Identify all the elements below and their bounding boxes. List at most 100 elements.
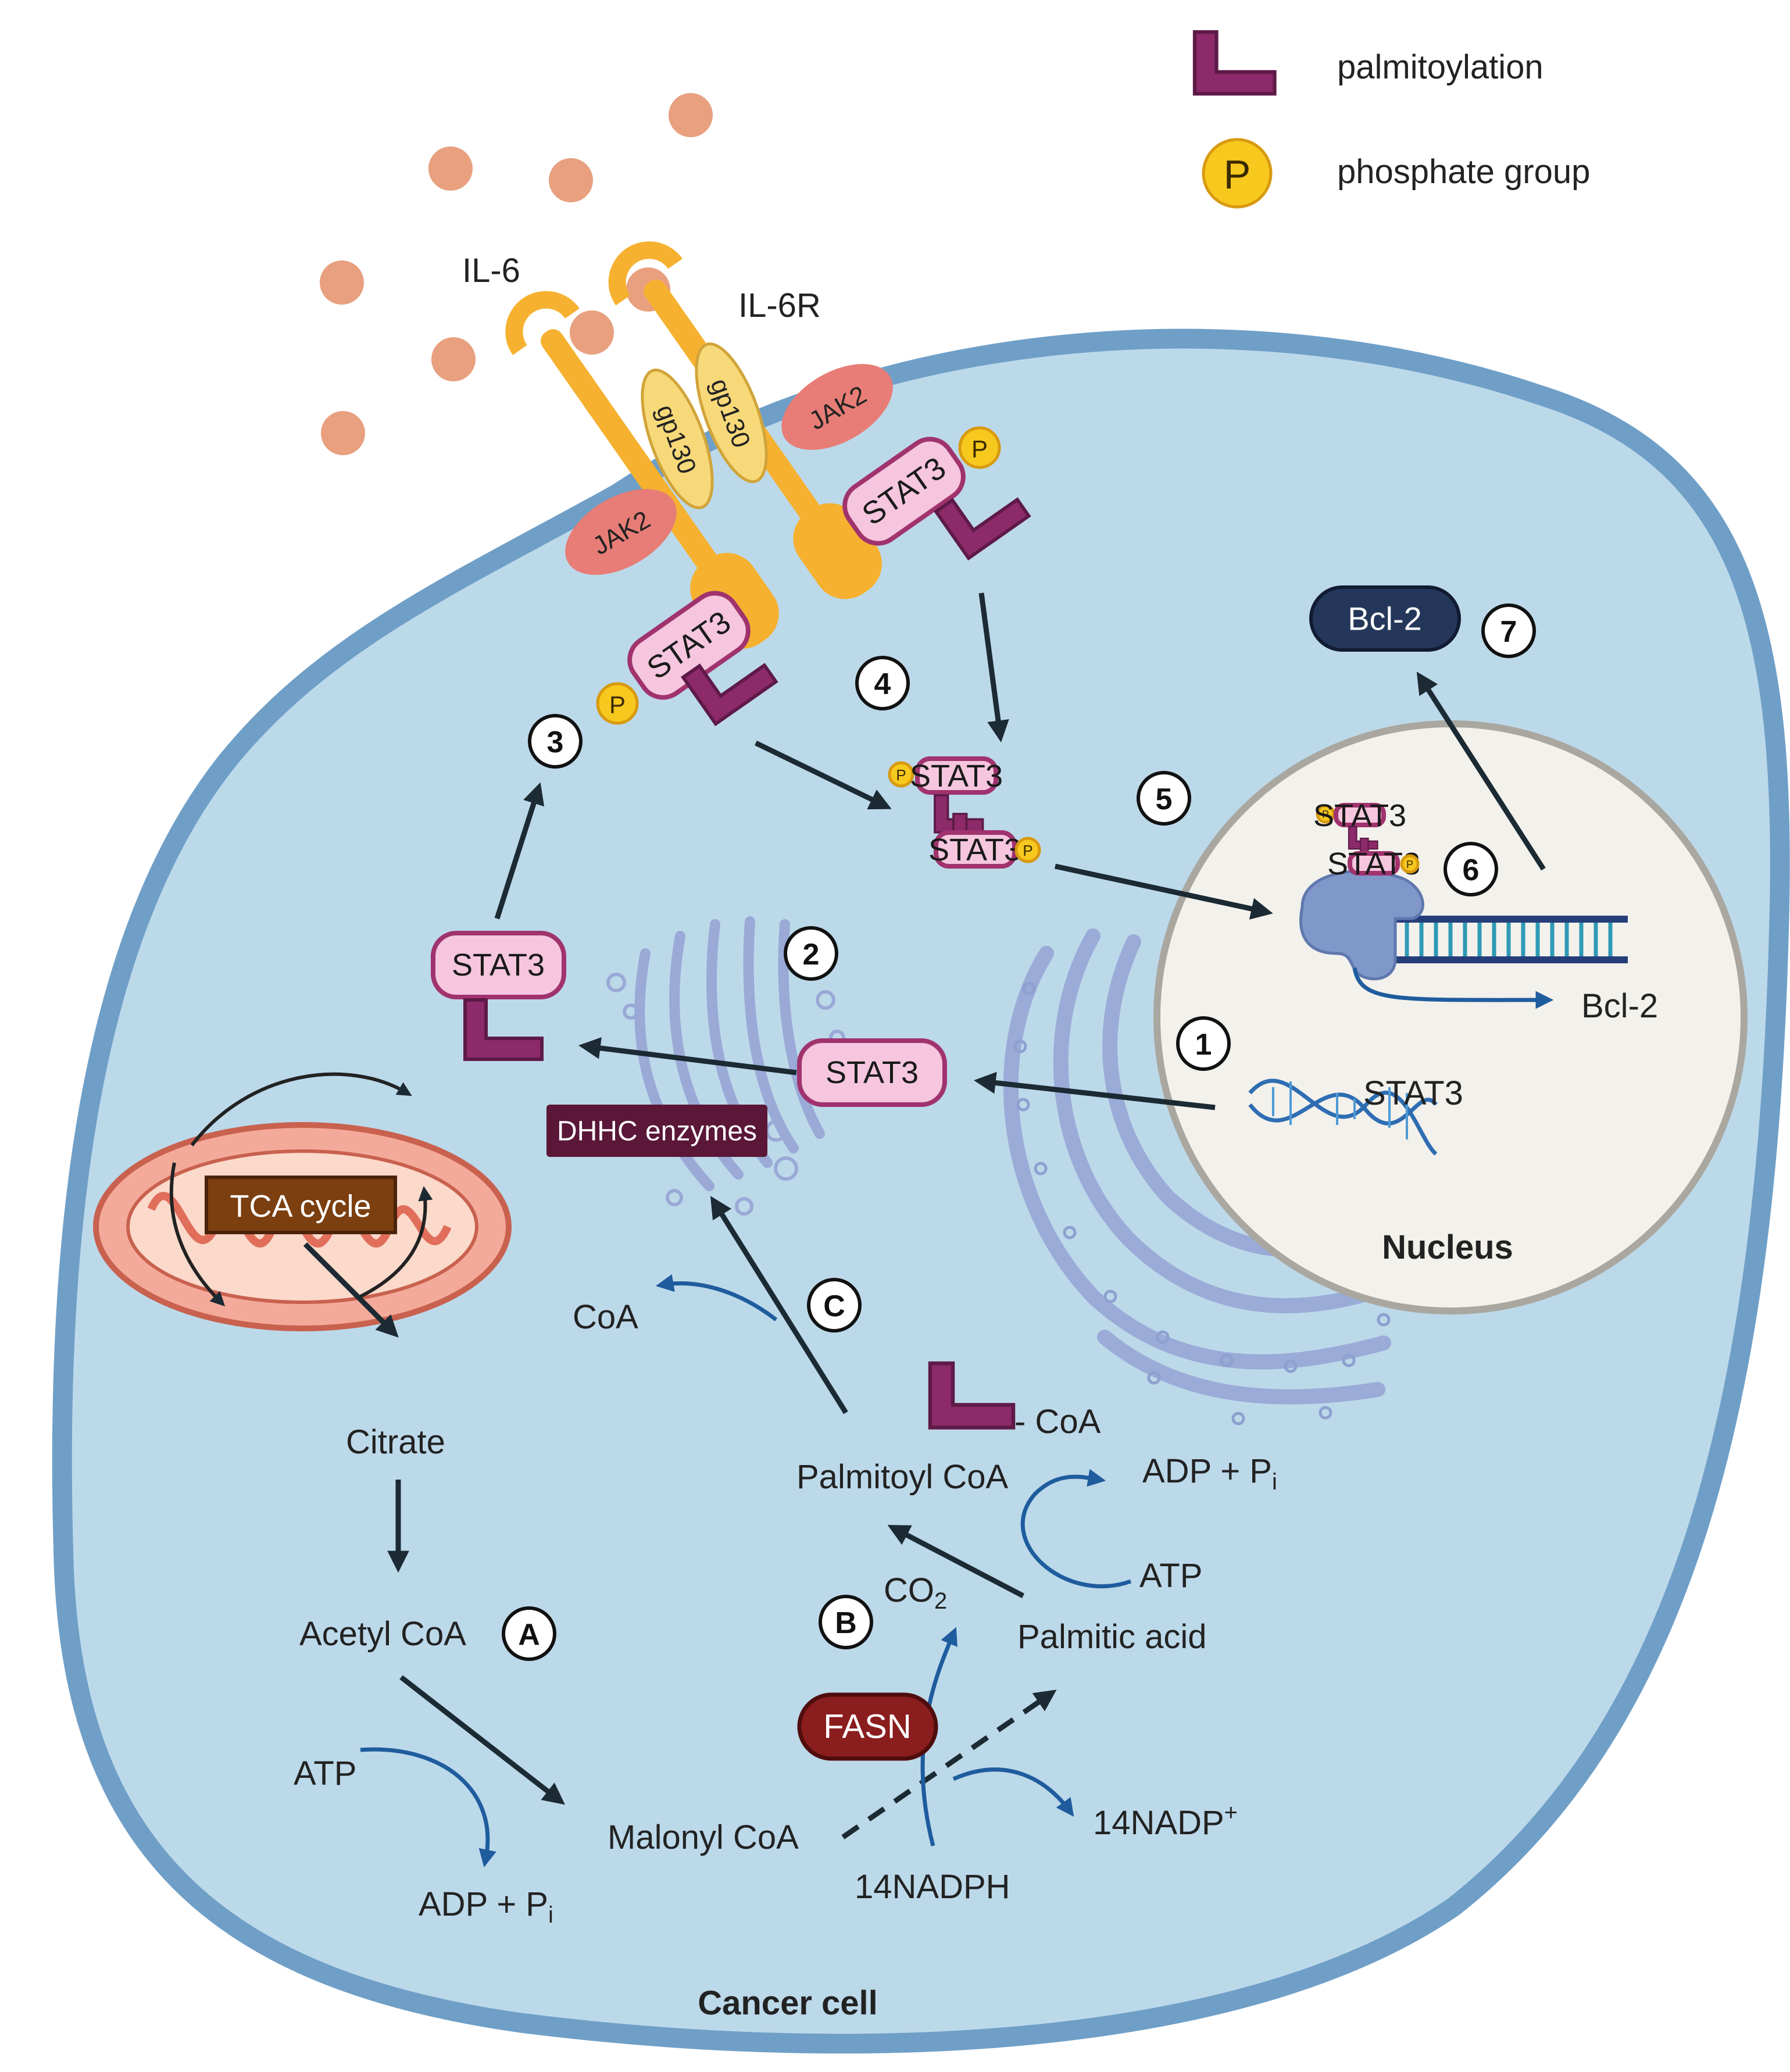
nucleus-label: Nucleus [1382, 1228, 1513, 1266]
pathway-arrows [303, 592, 1546, 1839]
step-5-marker [1137, 771, 1191, 826]
dhhc-enzymes-label: DHHC enzymes [557, 1116, 757, 1147]
step-7-number: 7 [1500, 615, 1517, 649]
p-symbol: P [1322, 809, 1329, 820]
il6-ligand-dot [321, 411, 365, 455]
bcl2-protein-label: Bcl-2 [1348, 601, 1422, 637]
legend-p-symbol: P [1224, 152, 1251, 197]
nadp-label: 14NADP+ [1093, 1800, 1238, 1842]
step-2-number: 2 [803, 938, 820, 971]
phosphate-icon [1400, 854, 1420, 874]
tca-cycle-box [205, 1176, 397, 1234]
step-4-number: 4 [874, 667, 891, 701]
step-c-marker [807, 1278, 862, 1332]
il6-ligand-dot [549, 158, 593, 202]
il6-label: IL-6 [462, 252, 520, 290]
atp-left-label: ATP [294, 1755, 357, 1792]
stat3-label: STAT3 [826, 1055, 919, 1090]
phosphate-legend-icon [1202, 138, 1273, 209]
stat3-box-palmitoylated [431, 931, 566, 999]
gp130-right: gp130 [695, 342, 768, 483]
phosphate-icon [958, 426, 1001, 469]
gp130-left: gp130 [641, 369, 714, 509]
step-5-number: 5 [1156, 783, 1173, 816]
il6-ligand-dot [320, 260, 364, 305]
tca-cycle-label: TCA cycle [230, 1189, 371, 1224]
palmitoyl-coa-label: Palmitoyl CoA [796, 1458, 1009, 1496]
il6-ligand-dot [570, 310, 614, 355]
stat3-gene-dna-icon [1248, 1078, 1438, 1156]
step-6-number: 6 [1463, 853, 1480, 887]
phosphate-icon [1014, 837, 1041, 863]
legend: palmitoylation P phosphate group [1195, 32, 1590, 209]
golgi-vesicles [606, 973, 845, 1216]
stat3-box-golgi [797, 1038, 947, 1107]
stat3-label: STAT3 [928, 833, 1021, 867]
fasn-label: FASN [823, 1708, 912, 1746]
il6r-label: IL-6R [738, 287, 821, 324]
atp-right-label: ATP [1139, 1557, 1203, 1595]
citrate-label: Citrate [346, 1423, 445, 1461]
nuclear-stat3-dimer: P STAT3 STAT3 P [1313, 798, 1420, 881]
stat3-box [1348, 851, 1400, 876]
jak2-left: JAK2 [565, 489, 677, 575]
bcl2-gene-label: Bcl-2 [1581, 987, 1658, 1025]
p-symbol: P [1023, 842, 1032, 859]
p-symbol: P [1406, 859, 1413, 870]
step-3-marker [528, 714, 583, 769]
malonyl-coa-label: Malonyl CoA [608, 1819, 799, 1856]
stat3-box [842, 437, 966, 546]
tca-cycle-arrows [169, 1072, 433, 1307]
legend-palmitoylation-label: palmitoylation [1337, 48, 1544, 86]
coa-suffix-label: - CoA [1014, 1403, 1101, 1441]
phosphate-icon [596, 682, 639, 725]
step-4-marker [855, 656, 910, 710]
step-1-number: 1 [1195, 1028, 1212, 1062]
p-symbol: P [971, 435, 988, 463]
acetyl-coa-label: Acetyl CoA [299, 1615, 466, 1653]
legend-phosphate-label: phosphate group [1337, 153, 1590, 191]
il6-ligand-dot [428, 147, 473, 191]
phosphate-icon [888, 761, 914, 788]
bcl2-promoter-dna [1355, 916, 1628, 963]
step-3-number: 3 [547, 726, 564, 759]
palmitoylation-legend-icon [1195, 32, 1275, 94]
step-6-marker [1444, 842, 1498, 896]
p-symbol: P [609, 691, 626, 719]
step-c-letter: C [823, 1289, 845, 1323]
cancer-cell-label: Cancer cell [698, 1984, 878, 2022]
palmitic-acid-label: Palmitic acid [1017, 1618, 1207, 1656]
step-2-marker [784, 926, 838, 981]
stat3-label: STAT3 [910, 759, 1003, 794]
step-1-marker [1176, 1016, 1231, 1071]
stat3-box [627, 591, 751, 700]
er-ribosomes [1013, 981, 1391, 1426]
stat3-label: STAT3 [1313, 798, 1406, 833]
step-b-letter: B [835, 1606, 857, 1640]
stat3-label: STAT3 [452, 948, 545, 983]
transcription-arrow [1352, 967, 1554, 1009]
adp-pi-right-label: ADP + Pi [1142, 1452, 1277, 1495]
nadph-label: 14NADPH [855, 1868, 1010, 1906]
jak2-right: JAK2 [781, 364, 893, 450]
il6-ligand-dot [669, 93, 713, 137]
cofactor-arrows [360, 1274, 1132, 1868]
step-markers: 1 2 3 4 5 6 7 A B C [502, 603, 1536, 1661]
stat3-box [934, 830, 1017, 869]
dhhc-enzymes-box [546, 1105, 767, 1157]
stat3-box [915, 756, 998, 795]
step-b-marker [819, 1595, 873, 1649]
stat3-gene-label: STAT3 [1363, 1074, 1463, 1112]
fasn-box [797, 1692, 938, 1761]
step-7-marker [1481, 603, 1536, 658]
il6-ligand-dot [431, 337, 476, 381]
p-symbol: P [896, 766, 906, 784]
step-a-marker [502, 1606, 556, 1661]
step-a-letter: A [518, 1618, 540, 1652]
stat3-dimer: P STAT3 STAT3 P [888, 756, 1041, 869]
adp-pi-left-label: ADP + Pi [419, 1885, 553, 1928]
co2-label: CO2 [884, 1571, 947, 1614]
bcl2-protein-box [1309, 585, 1461, 652]
coa-label: CoA [573, 1298, 638, 1336]
